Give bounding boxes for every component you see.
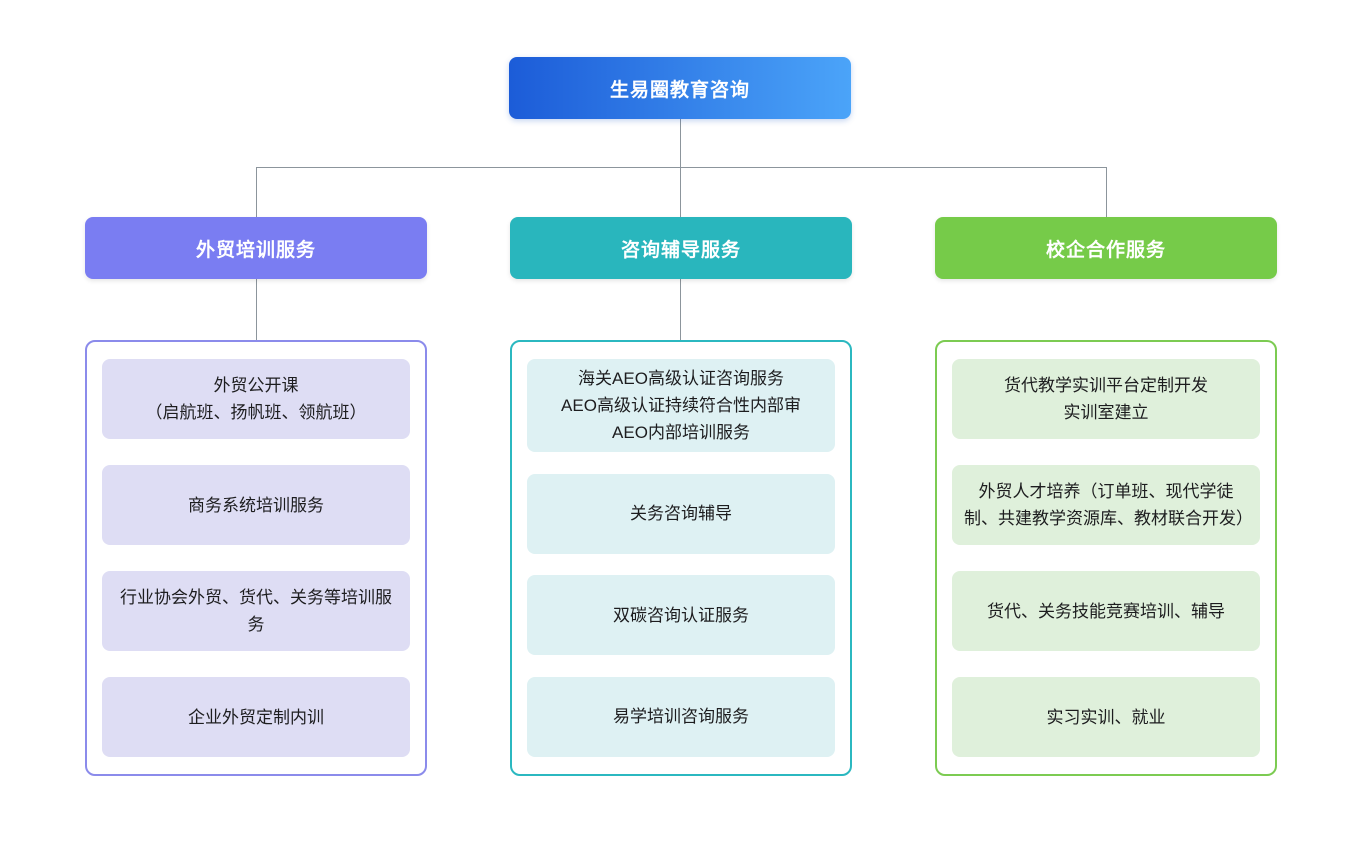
branch-header-label: 校企合作服务	[1045, 239, 1166, 261]
service-item[interactable]: 易学培训咨询服务	[527, 676, 835, 757]
connector-rail	[256, 167, 1106, 168]
service-item[interactable]: 外贸人才培养（订单班、现代学徒制、共建教学资源库、教材联合开发）	[952, 465, 1260, 545]
service-item[interactable]: 行业协会外贸、货代、关务等培训服务	[102, 571, 410, 651]
service-item[interactable]: 实习实训、就业	[952, 677, 1260, 757]
root-node[interactable]: 生易圈教育咨询	[509, 57, 851, 119]
connector-root-stem	[680, 119, 681, 167]
connector-drop-middle	[680, 167, 681, 217]
connector-header-panel-left	[256, 279, 257, 340]
service-item[interactable]: 海关AEO高级认证咨询服务 AEO高级认证持续符合性内部审 AEO内部培训服务	[527, 359, 835, 452]
service-item[interactable]: 外贸公开课 （启航班、扬帆班、领航班）	[102, 359, 410, 439]
branch-header-consulting[interactable]: 咨询辅导服务	[510, 217, 852, 279]
branch-panel-school-enterprise: 货代教学实训平台定制开发 实训室建立 外贸人才培养（订单班、现代学徒制、共建教学…	[935, 340, 1277, 776]
connector-drop-left	[256, 167, 257, 217]
service-item[interactable]: 企业外贸定制内训	[102, 677, 410, 757]
branch-header-trade-training[interactable]: 外贸培训服务	[85, 217, 427, 279]
service-item[interactable]: 关务咨询辅导	[527, 473, 835, 554]
branch-header-label: 外贸培训服务	[195, 239, 316, 261]
connector-header-panel-middle	[680, 279, 681, 340]
service-item[interactable]: 货代、关务技能竞赛培训、辅导	[952, 571, 1260, 651]
service-item[interactable]: 双碳咨询认证服务	[527, 575, 835, 656]
branch-panel-consulting: 海关AEO高级认证咨询服务 AEO高级认证持续符合性内部审 AEO内部培训服务 …	[510, 340, 852, 776]
branch-panel-trade-training: 外贸公开课 （启航班、扬帆班、领航班） 商务系统培训服务 行业协会外贸、货代、关…	[85, 340, 427, 776]
branch-header-label: 咨询辅导服务	[620, 239, 741, 261]
connector-drop-right	[1106, 167, 1107, 217]
service-item[interactable]: 货代教学实训平台定制开发 实训室建立	[952, 359, 1260, 439]
root-label: 生易圈教育咨询	[609, 79, 750, 101]
service-item[interactable]: 商务系统培训服务	[102, 465, 410, 545]
branch-header-school-enterprise[interactable]: 校企合作服务	[935, 217, 1277, 279]
